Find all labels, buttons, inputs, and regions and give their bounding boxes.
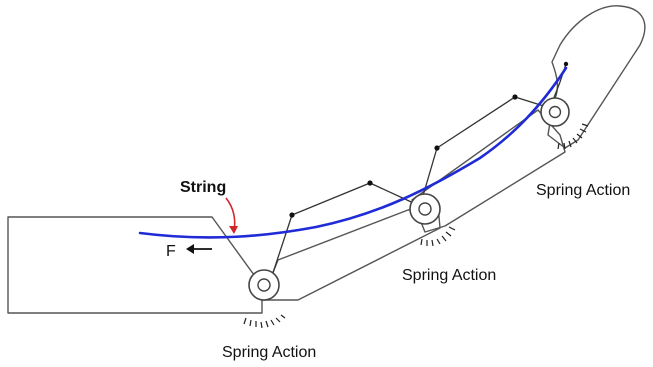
link-pins: [289, 61, 569, 218]
spring-action-label-3: Spring Action: [536, 182, 630, 199]
linkage-bars: [267, 63, 567, 289]
pin-2: [367, 180, 373, 186]
joint-2: [409, 193, 456, 247]
string-pointer-head: [229, 226, 238, 234]
joint-3: [540, 97, 589, 150]
force-arrow: [186, 244, 212, 254]
pin-5: [563, 61, 569, 67]
string-label: String: [180, 179, 226, 196]
spring-hatch-3: [557, 123, 589, 150]
joint-1: [243, 269, 286, 329]
spring-hatch-1: [243, 314, 286, 329]
link-proximal: [267, 182, 421, 289]
string-tendon: [138, 66, 568, 239]
pin-3: [434, 145, 440, 151]
middle-phalanx: [411, 109, 566, 233]
spring-action-label-2: Spring Action: [402, 267, 496, 284]
spring-hatch-2: [420, 226, 456, 247]
palm-base: [7, 216, 263, 314]
pin-1: [289, 212, 295, 218]
force-label: F: [166, 243, 176, 260]
distal-phalanx: [547, 5, 646, 149]
link-middle: [419, 96, 551, 207]
spring-action-label-1: Spring Action: [222, 344, 316, 361]
pin-4: [512, 94, 518, 100]
